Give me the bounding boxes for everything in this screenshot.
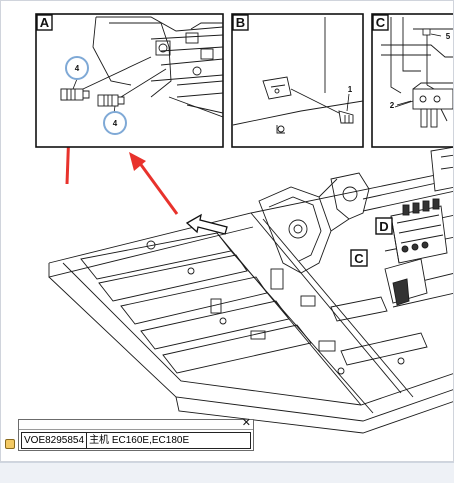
callout-1-text: 1 <box>348 85 353 94</box>
detail-view-c-letter: C <box>376 15 386 30</box>
diagram-canvas: D C <box>0 0 454 462</box>
close-icon[interactable]: ✕ <box>241 416 251 429</box>
main-callout-c-text: C <box>354 251 364 266</box>
callout-5-text: 5 <box>446 32 451 41</box>
main-callout-d: D <box>375 217 393 235</box>
callout-4-left: 4 <box>65 56 89 90</box>
part-description: 主机 EC160E,EC180E <box>89 435 190 446</box>
detail-view-a-letter: A <box>40 15 50 30</box>
detail-view-a: A 4 4 <box>35 13 224 148</box>
exploded-diagram: D C <box>35 13 453 434</box>
part-number: VOE8295854 <box>22 433 88 448</box>
callout-2: 2 <box>390 100 412 110</box>
bottom-status-bar <box>0 462 454 483</box>
part-info-row[interactable]: VOE8295854 主机 EC160E,EC180E <box>21 432 251 449</box>
callout-5: 5 <box>422 28 451 41</box>
control-valve-assembly <box>384 146 453 306</box>
part-info-titlebar: ✕ <box>19 416 253 430</box>
callout-4-right: 4 <box>103 105 127 135</box>
callout-4-right-text: 4 <box>113 119 118 128</box>
main-callout-d-text: D <box>379 219 388 234</box>
detail-view-c: C 5 2 <box>371 13 453 148</box>
main-callout-c: C <box>350 249 368 267</box>
detail-view-b-letter: B <box>236 15 245 30</box>
part-info-panel: ✕ VOE8295854 主机 EC160E,EC180E <box>18 416 254 451</box>
detail-view-b: B 1 <box>231 13 364 148</box>
callout-1: 1 <box>346 85 353 112</box>
direction-arrow-icon <box>185 213 228 235</box>
main-frame-drawing <box>48 170 453 434</box>
callout-2-text: 2 <box>390 101 395 110</box>
tag-icon[interactable] <box>5 439 15 449</box>
callout-4-left-text: 4 <box>75 64 80 73</box>
